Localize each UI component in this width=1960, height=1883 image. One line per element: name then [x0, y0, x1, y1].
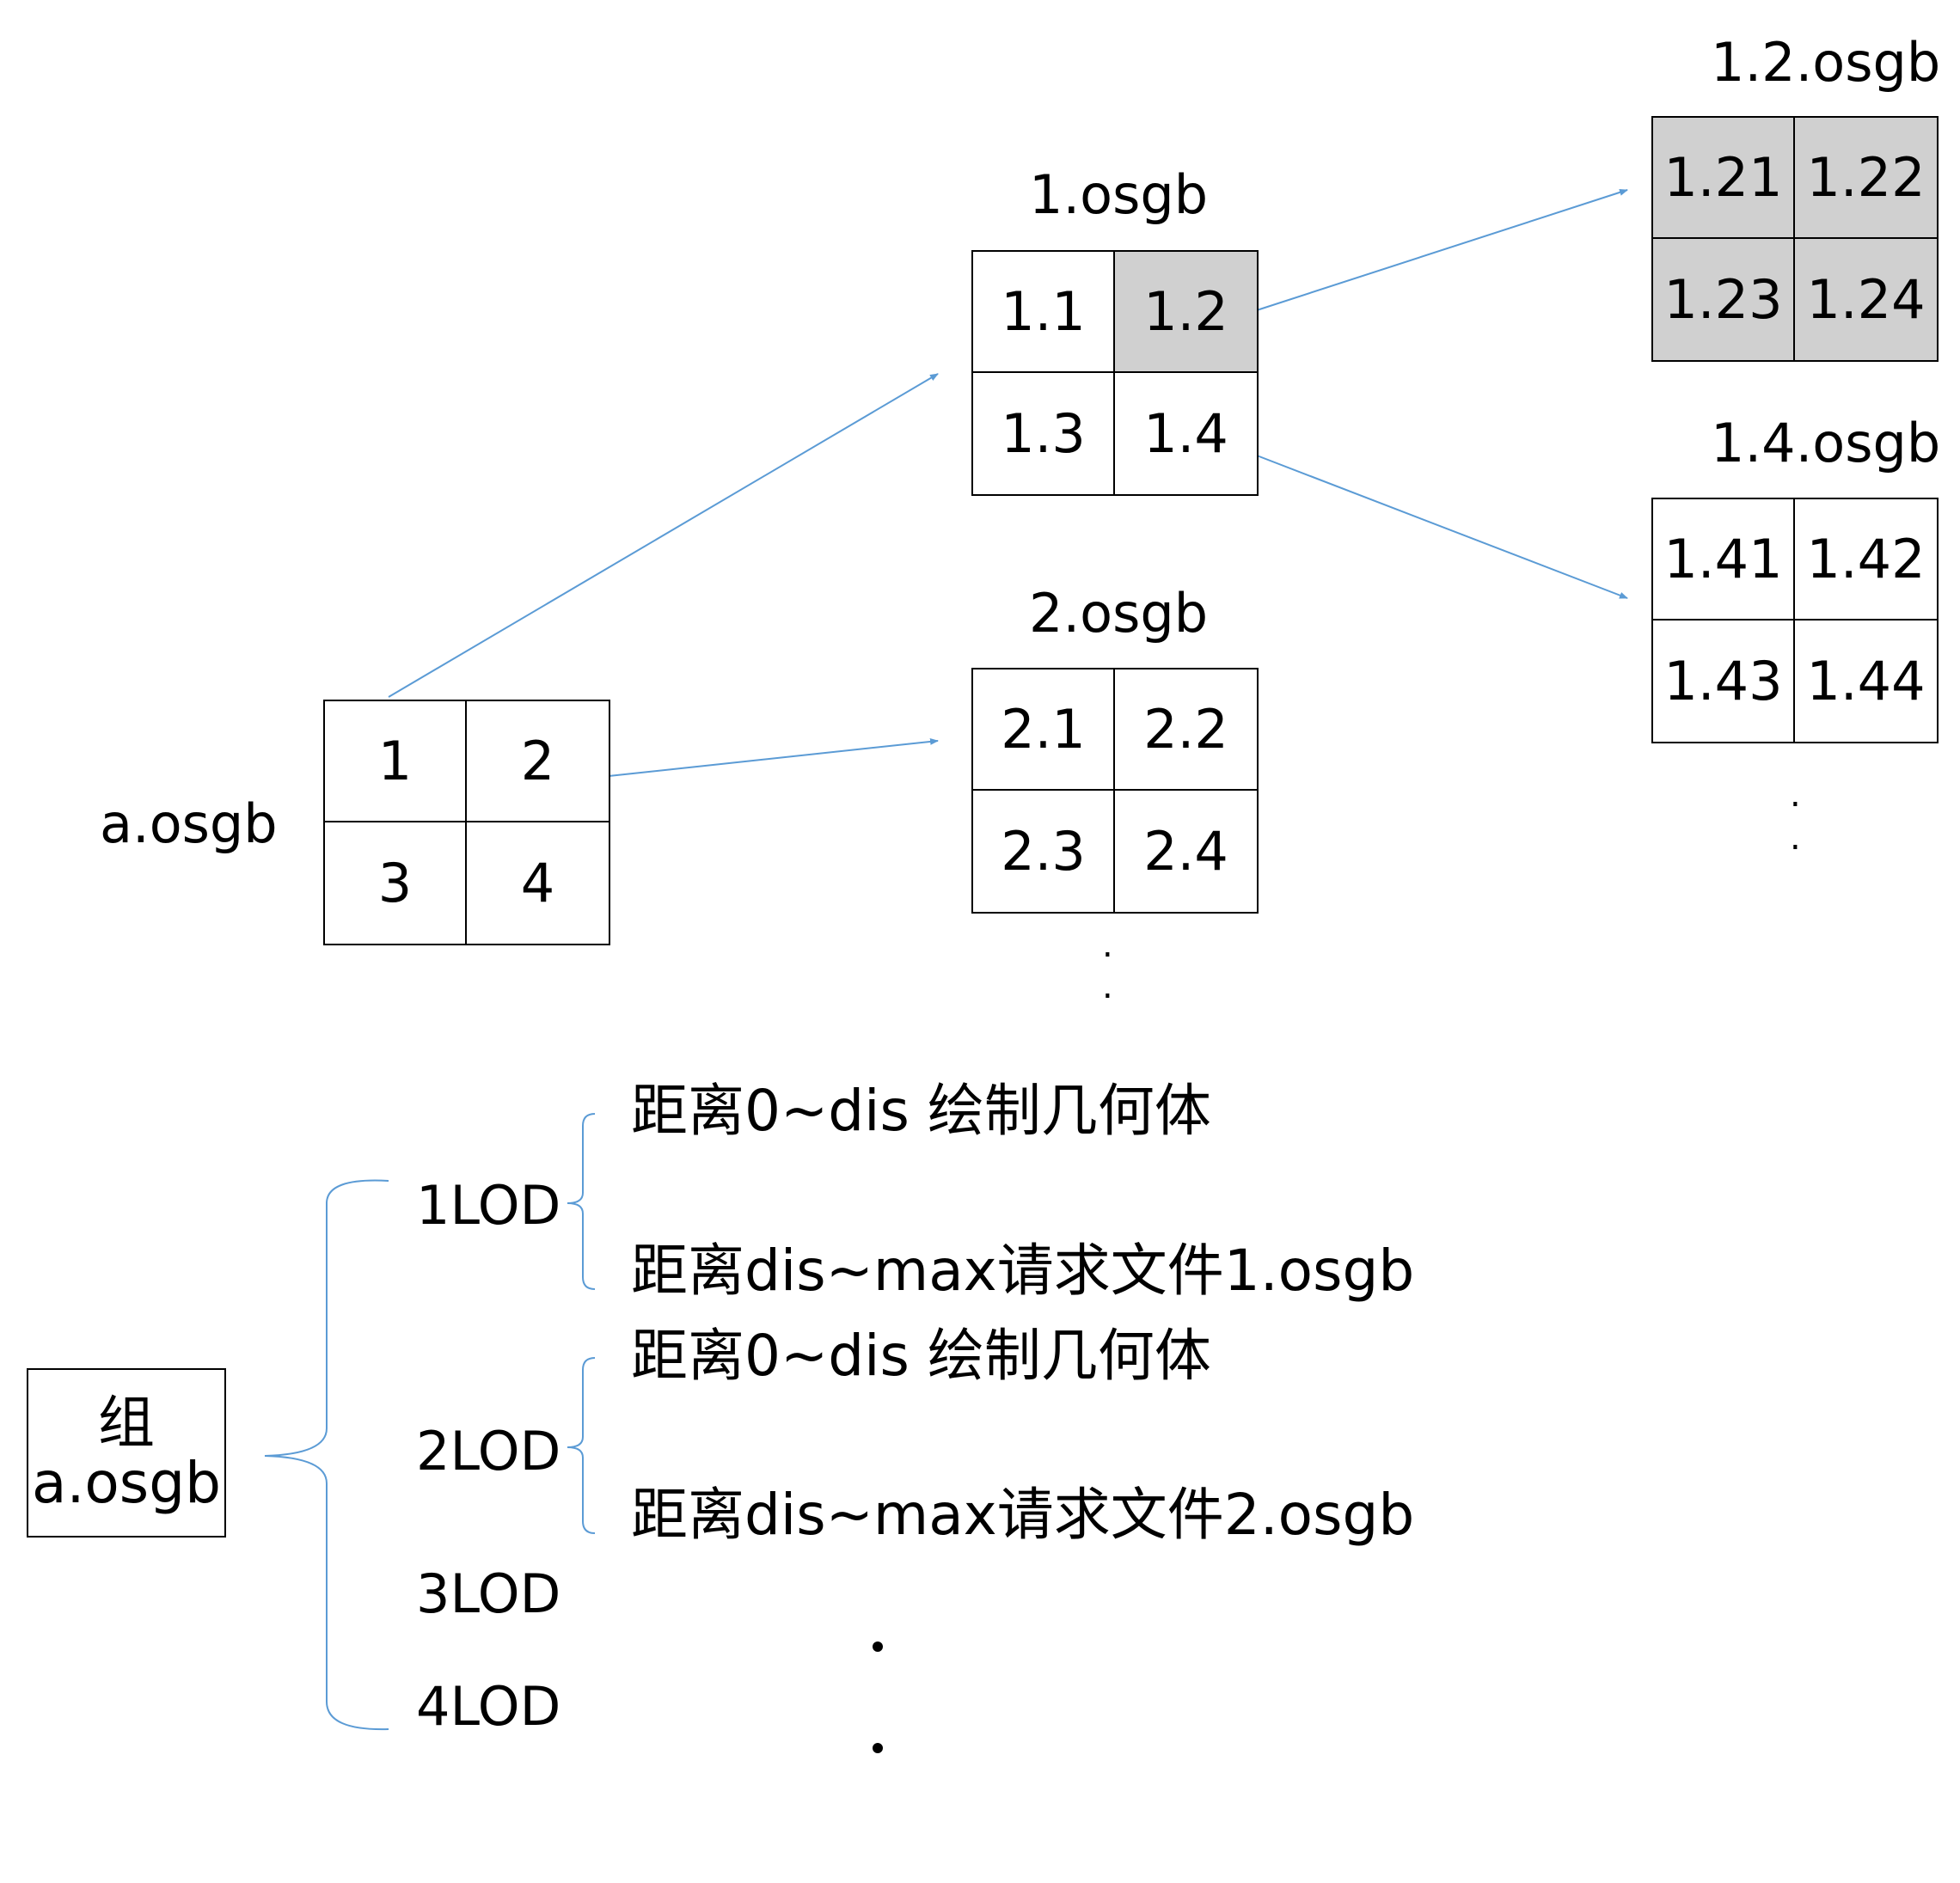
lod-label-1: 1LOD	[416, 1174, 561, 1237]
tile-1-2-grid: 1.21 1.22 1.23 1.24	[1651, 116, 1939, 362]
lod-label-3: 3LOD	[416, 1562, 561, 1625]
group-brace	[264, 1179, 389, 1731]
tile-cell: 1.2	[1115, 252, 1257, 373]
arrow-a-to-2-osgb	[608, 737, 939, 777]
tile-cell: 1.1	[973, 252, 1115, 373]
tile-cell: 1.4	[1143, 401, 1228, 465]
arrow-1-4-to-1-4-osgb	[1256, 455, 1628, 599]
tile-2-grid: 2.1 2.2 2.3 2.4	[971, 668, 1259, 914]
ellipsis-dot	[873, 1743, 883, 1753]
ellipsis-dot	[873, 1642, 883, 1652]
tile-a-title: a.osgb	[100, 792, 278, 855]
lod-label-4: 4LOD	[416, 1675, 561, 1738]
tile-cell: 1.21	[1653, 118, 1795, 239]
group-node: 组 a.osgb	[27, 1368, 226, 1538]
tile-cell: 1.41	[1653, 499, 1795, 621]
tile-cell: 1.43	[1653, 621, 1795, 742]
lod1-far-description: 距离dis~max请求文件1.osgb	[631, 1238, 1415, 1304]
group-filename: a.osgb	[32, 1449, 221, 1516]
lod1-brace	[567, 1113, 596, 1290]
tile-cell: 2.1	[973, 669, 1115, 791]
tile-1-4-grid: 1.41 1.42 1.43 1.44	[1651, 498, 1939, 743]
ellipsis-dot: .	[1102, 967, 1113, 1006]
tile-cell: 1.44	[1806, 649, 1926, 712]
lod2-near-description: 距离0~dis 绘制几何体	[631, 1323, 1211, 1389]
lod-label-2: 2LOD	[416, 1420, 561, 1483]
tile-1-4-title: 1.4.osgb	[1711, 412, 1941, 474]
arrow-1-2-to-1-2-osgb	[1256, 188, 1628, 311]
ellipsis-dot: .	[1102, 926, 1113, 965]
tile-cell: 2.3	[973, 791, 1115, 912]
ellipsis-dot: .	[1790, 818, 1801, 858]
tile-1-grid: 1.1 1.2 1.3 1.4	[971, 250, 1259, 496]
tile-cell: 1.23	[1653, 239, 1795, 360]
tile-cell: 2.2	[1115, 669, 1257, 791]
tile-cell: 2.4	[1143, 819, 1228, 883]
tile-a-grid: 1 2 3 4	[323, 700, 610, 945]
tile-cell: 1	[325, 701, 467, 822]
tile-cell: 1.24	[1795, 239, 1937, 360]
tile-cell: 4	[520, 851, 555, 914]
tile-cell: 1.3	[973, 373, 1115, 494]
lod2-far-description: 距离dis~max请求文件2.osgb	[631, 1482, 1415, 1548]
tile-cell: 1.22	[1795, 118, 1937, 239]
tile-cell: 2	[467, 701, 609, 822]
tile-1-2-title: 1.2.osgb	[1711, 31, 1941, 94]
arrow-a-to-1-osgb	[388, 373, 939, 698]
tile-cell: 1.42	[1795, 499, 1937, 621]
ellipsis-dot: .	[1790, 775, 1801, 815]
lod1-near-description: 距离0~dis 绘制几何体	[631, 1078, 1211, 1144]
group-label: 组	[98, 1390, 155, 1457]
lod2-brace	[567, 1357, 596, 1534]
tile-1-title: 1.osgb	[1029, 163, 1209, 226]
tile-2-title: 2.osgb	[1029, 582, 1209, 645]
tile-cell: 3	[325, 822, 467, 944]
